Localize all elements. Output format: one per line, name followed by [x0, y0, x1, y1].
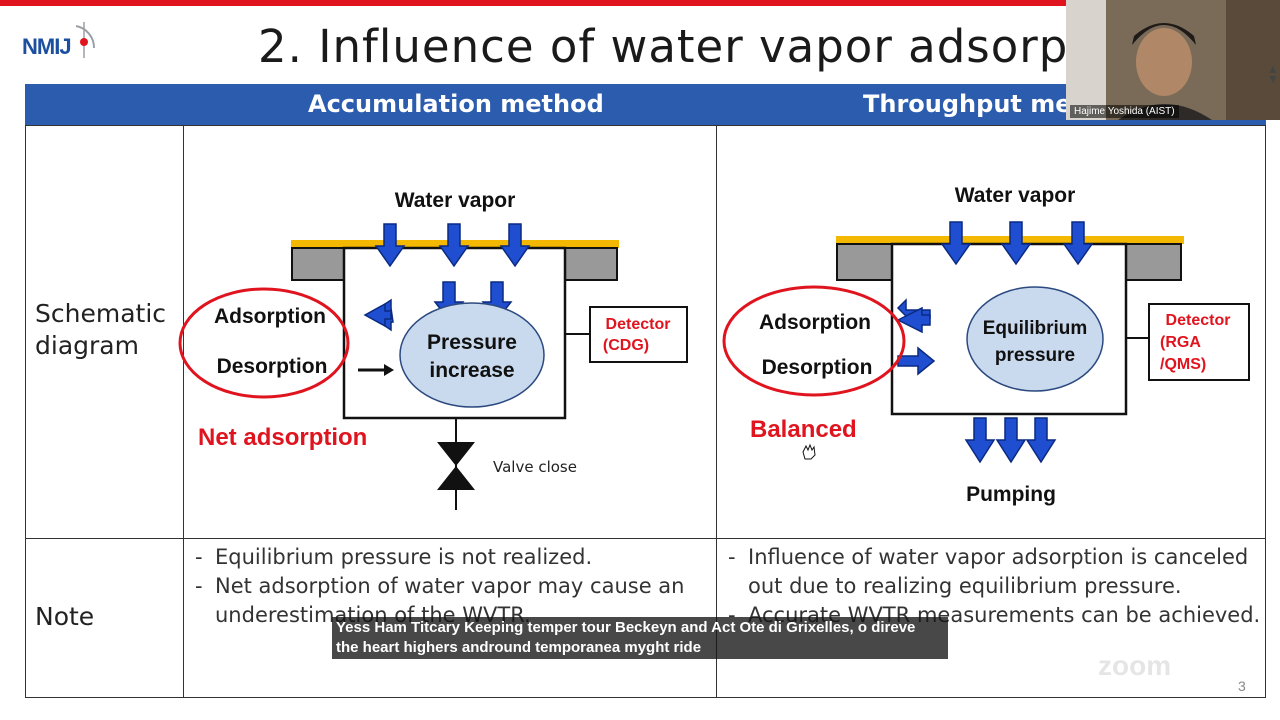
- caption-line1: Yess Ham Titcary Keeping temper tour Bec…: [336, 619, 916, 636]
- right-pressure-line1: Equilibrium: [983, 318, 1088, 339]
- right-detector-line3: /QMS): [1160, 356, 1206, 373]
- left-desorption-label: Desorption: [217, 355, 328, 378]
- schematic-label-line2: diagram: [35, 331, 139, 360]
- schematic-label-line1: Schematic: [35, 299, 167, 328]
- logo-text: NMIJ: [22, 34, 72, 59]
- left-detector-box: [589, 306, 688, 363]
- left-state-label: Net adsorption: [198, 424, 367, 451]
- participant-avatar: [1066, 0, 1280, 120]
- top-accent-bar: [0, 0, 1280, 6]
- right-pressure-line2: pressure: [995, 345, 1075, 366]
- table-row-divider: [25, 538, 1266, 539]
- right-desorption-label: Desorption: [762, 356, 873, 379]
- caption-overlay: Yess Ham Titcary Keeping temper tour Bec…: [332, 617, 948, 659]
- left-flange-right: [564, 247, 618, 281]
- left-water-vapor-label: Water vapor: [395, 189, 516, 212]
- table-border-right: [1265, 125, 1266, 698]
- list-item: Influence of water vapor adsorption is c…: [718, 543, 1263, 601]
- left-pressure-line1: Pressure: [427, 331, 517, 354]
- right-detector-line2: (RGA: [1160, 334, 1201, 351]
- right-pressure-ellipse: [966, 286, 1104, 392]
- right-vapor-arrows: [896, 221, 1094, 464]
- nmij-logo: NMIJ: [18, 18, 98, 70]
- right-adsorption-label: Adsorption: [759, 311, 871, 334]
- table-border-top: [25, 125, 1266, 126]
- left-pressure-line2: increase: [429, 359, 514, 382]
- right-highlight-circle: [722, 285, 906, 397]
- valve-icon: [437, 442, 475, 490]
- right-flange-left: [836, 243, 893, 281]
- right-water-vapor-label: Water vapor: [955, 184, 1076, 207]
- header-throughput-method: Throughput met: [863, 90, 1083, 118]
- schematic-row-label: Schematic diagram: [35, 298, 166, 362]
- list-item: Equilibrium pressure is not realized.: [185, 543, 711, 572]
- left-flange-left: [291, 247, 345, 281]
- drag-handle-icon[interactable]: ▲▼: [1267, 62, 1279, 86]
- right-pumping-label: Pumping: [966, 483, 1056, 506]
- right-flange-right: [1125, 243, 1182, 281]
- right-detector-box: [1148, 303, 1250, 381]
- table-header-row: Accumulation method Throughput met: [25, 84, 1266, 125]
- right-state-label: Balanced: [750, 416, 857, 443]
- left-detector-line2: (CDG): [603, 337, 649, 354]
- caption-line2: the heart highers andround temporanea my…: [336, 639, 702, 656]
- table-col-divider-2: [716, 125, 717, 698]
- participant-name: Hajime Yoshida (AIST): [1070, 105, 1179, 118]
- zoom-watermark: zoom: [1098, 650, 1172, 681]
- page-number: 3: [1238, 678, 1246, 694]
- table-border-bottom: [25, 697, 1266, 698]
- header-accumulation-method: Accumulation method: [308, 90, 604, 118]
- accumulation-notes: Equilibrium pressure is not realized. Ne…: [185, 543, 711, 630]
- left-highlight-circle: [178, 287, 350, 399]
- right-detector-line1: Detector: [1166, 312, 1231, 329]
- slide-title: 2. Influence of water vapor adsorptio: [258, 20, 1129, 73]
- table-border-left: [25, 125, 26, 698]
- left-adsorption-label: Adsorption: [214, 305, 326, 328]
- hand-cursor-icon: [802, 443, 816, 460]
- table-col-divider-1: [183, 125, 184, 698]
- accumulation-schematic: Water vapor Pressure increase Adsorption…: [178, 189, 688, 510]
- left-valve-label: Valve close: [493, 458, 577, 476]
- left-detector-line1: Detector: [606, 316, 671, 333]
- logo-arc-icon: [75, 22, 96, 58]
- throughput-schematic: Water vapor Equilibrium pressure Adsorpt…: [722, 184, 1250, 506]
- left-pressure-ellipse: [399, 302, 545, 408]
- note-row-label: Note: [35, 602, 95, 631]
- participant-video[interactable]: Hajime Yoshida (AIST): [1066, 0, 1280, 120]
- throughput-notes: Influence of water vapor adsorption is c…: [718, 543, 1263, 630]
